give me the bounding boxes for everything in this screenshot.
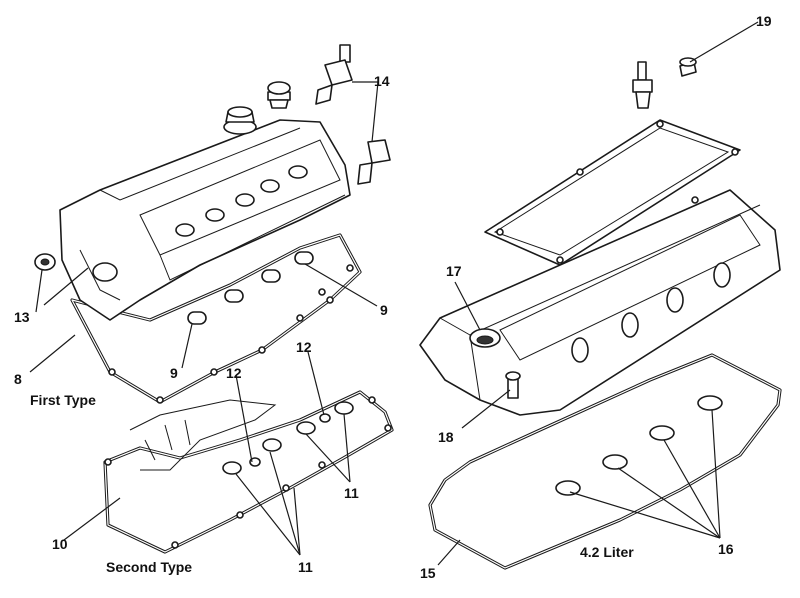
- callout-15: 15: [420, 565, 436, 581]
- camshaft-sensor-upper-icon: [315, 44, 353, 105]
- camshaft-sensor-lower-icon: [357, 139, 391, 185]
- cover-plate-bolt-holes: [496, 120, 739, 264]
- callout-9-right: 9: [380, 302, 388, 318]
- grommet-icon: [679, 57, 697, 77]
- cover-plate: [484, 119, 741, 266]
- four-two-liter-spark-wells: [571, 262, 731, 363]
- first-type-cover-assembly: [34, 44, 391, 404]
- four-two-liter-cover-body: [419, 189, 781, 416]
- oil-filler-neck-icon: [469, 328, 501, 348]
- leader-lines: [29, 21, 759, 566]
- captions: First Type Second Type 4.2 Liter: [30, 392, 634, 575]
- second-type-gasket-bolt-holes: [104, 396, 392, 549]
- callout-18: 18: [438, 429, 454, 445]
- four-two-liter-assembly: [419, 57, 782, 570]
- callout-16: 16: [718, 541, 734, 557]
- callout-9-left: 9: [170, 365, 178, 381]
- breather-cap-icon: [267, 81, 291, 109]
- caption-second-type: Second Type: [106, 559, 192, 575]
- caption-first-type: First Type: [30, 392, 96, 408]
- first-type-plug-seals: [187, 251, 314, 325]
- second-type-cover-assembly: [103, 390, 394, 554]
- second-type-plug-seals: [222, 401, 354, 475]
- callout-12-right: 12: [296, 339, 312, 355]
- second-type-cover-outline: [129, 399, 277, 471]
- callout-11-bottom: 11: [298, 559, 313, 575]
- callout-19: 19: [756, 13, 772, 29]
- spark-plug-tube-seal-icon: [34, 253, 56, 271]
- caption-four-two-liter: 4.2 Liter: [580, 544, 634, 560]
- breather-valve-icon: [505, 371, 521, 399]
- first-type-gasket-bolt-holes: [108, 264, 354, 404]
- callout-13: 13: [14, 309, 30, 325]
- callout-17: 17: [446, 263, 462, 279]
- callout-numbers: 13 8 9 9 14 12 12 10 11 11 17 18 19 15 1…: [14, 13, 772, 581]
- first-type-filler-opening: [92, 262, 118, 282]
- callout-14: 14: [374, 73, 390, 89]
- four-two-liter-plug-seals: [555, 395, 723, 496]
- first-type-cover-spark-wells: [175, 165, 308, 237]
- callout-11-right: 11: [344, 485, 359, 501]
- first-type-cover-body: [59, 119, 351, 321]
- callout-12-left: 12: [226, 365, 242, 381]
- sensor-connector-icon: [632, 61, 653, 109]
- callout-10: 10: [52, 536, 68, 552]
- oil-filler-cap-icon: [223, 106, 257, 135]
- callout-8: 8: [14, 371, 22, 387]
